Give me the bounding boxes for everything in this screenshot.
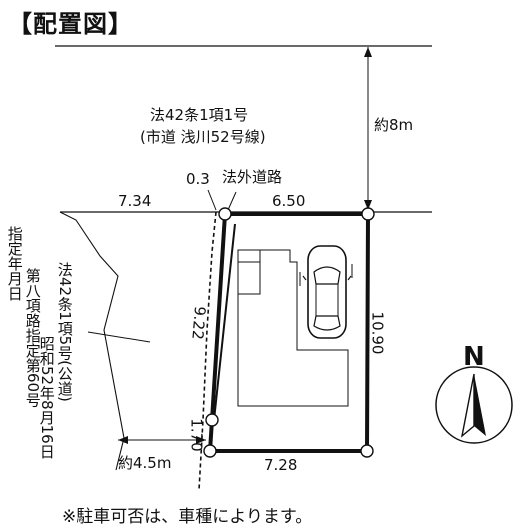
distance-arrow-left: [118, 436, 128, 444]
vertex-top-left: [218, 207, 232, 221]
designation-number: 第八項路指定第60号: [23, 268, 42, 408]
setback-line: [198, 211, 217, 491]
road-width-label: 約8m: [374, 116, 414, 134]
right-side-dimension: 10.90: [368, 311, 387, 355]
page-title: 【配置図】: [8, 4, 133, 38]
distance-label: 約4.5m: [118, 454, 172, 472]
top-right-dimension: 6.50: [272, 192, 306, 210]
building-inner-room: [237, 249, 261, 295]
left-side-dimension: 9.22: [188, 305, 210, 341]
designation-classification: 法42条1項5号(公道): [55, 262, 74, 402]
private-road-leader: [227, 191, 237, 211]
bottom-dimension: 7.28: [264, 456, 298, 474]
road-type-label: 法42条1項1号: [150, 106, 249, 124]
parking-note: ※駐車可否は、車種によります。: [62, 507, 313, 527]
road-name-label: (市道 浅川52号線): [140, 128, 266, 146]
road-width-arrow-top: [364, 47, 372, 57]
top-left-dimension: 7.34: [118, 192, 152, 210]
vertex-bottom-right: [360, 444, 374, 458]
designation-leader: [87, 331, 151, 343]
car-icon: [302, 245, 352, 339]
vertex-bottom-left: [203, 444, 217, 458]
gap-label: 0.3: [186, 170, 210, 188]
distance-arrow-right: [196, 436, 206, 444]
compass-north-label: N: [463, 342, 485, 372]
page-title-text: 【配置図】: [8, 9, 133, 38]
road-width-arrow-bottom: [364, 200, 372, 210]
building-footprint: [237, 249, 349, 407]
vertex-left-mid: [205, 413, 219, 427]
lot-outline: [208, 212, 370, 453]
compass-icon: [435, 366, 513, 444]
left-short-dimension: 1.70: [187, 418, 206, 452]
vertex-top-right: [361, 207, 375, 221]
gap-leader: [207, 189, 217, 211]
private-road-label: 法外道路: [222, 168, 283, 186]
lot-inner-edge: [213, 223, 236, 421]
designation-date: 昭和52年8月16日: [37, 336, 56, 459]
designation-date-heading: 指定年月日: [5, 226, 24, 301]
